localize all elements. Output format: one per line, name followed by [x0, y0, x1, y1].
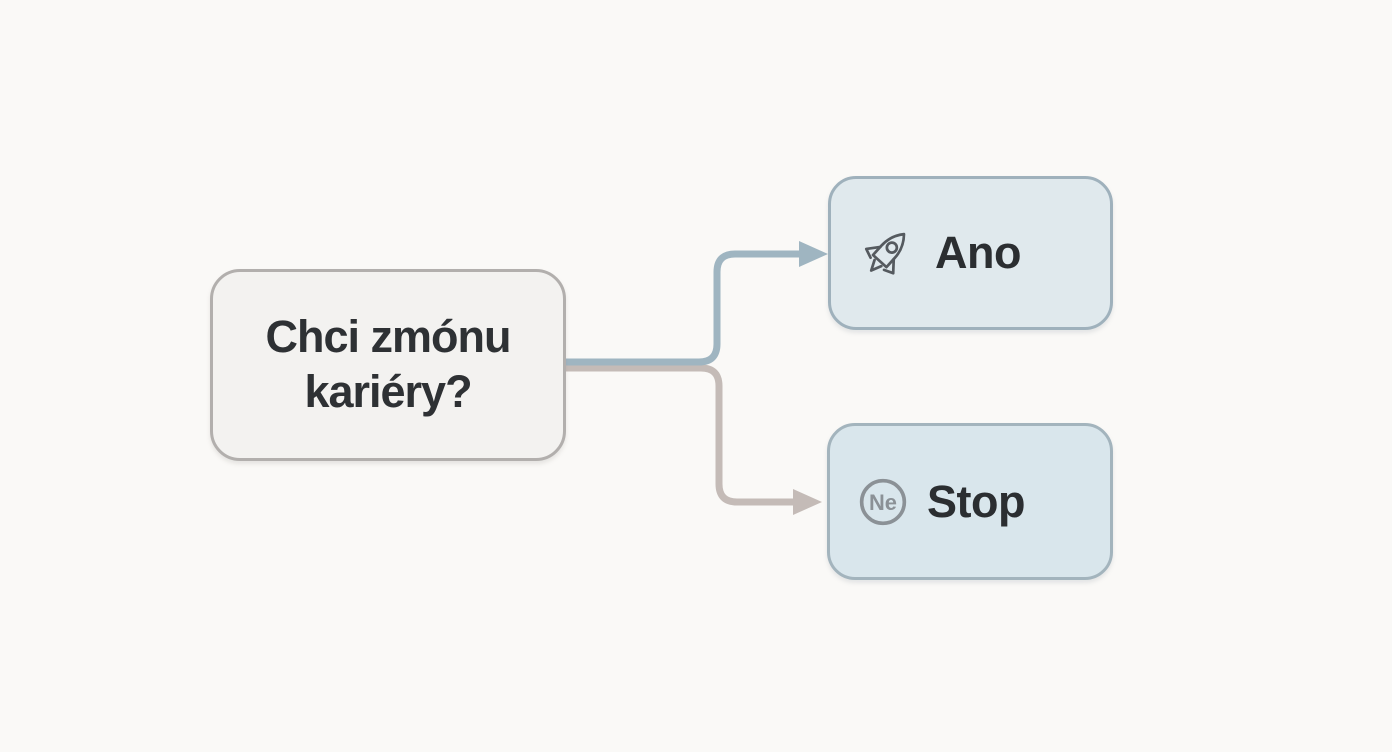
connector-no-arrowhead — [793, 489, 822, 515]
question-node: Chci zmónu kariéry? — [210, 269, 566, 461]
ne-circle-icon: Ne — [858, 477, 908, 527]
yes-node-label: Ano — [935, 227, 1021, 278]
rocket-icon — [858, 224, 916, 282]
ne-circle-icon-text: Ne — [869, 489, 897, 514]
no-node: Ne Stop — [827, 423, 1113, 580]
yes-node: Ano — [828, 176, 1113, 330]
no-node-label: Stop — [927, 475, 1025, 527]
question-node-label: Chci zmónu kariéry? — [265, 311, 512, 417]
connector-yes-line — [563, 250, 799, 366]
connector-yes-arrowhead — [799, 241, 828, 267]
connector-no-line — [563, 364, 793, 506]
